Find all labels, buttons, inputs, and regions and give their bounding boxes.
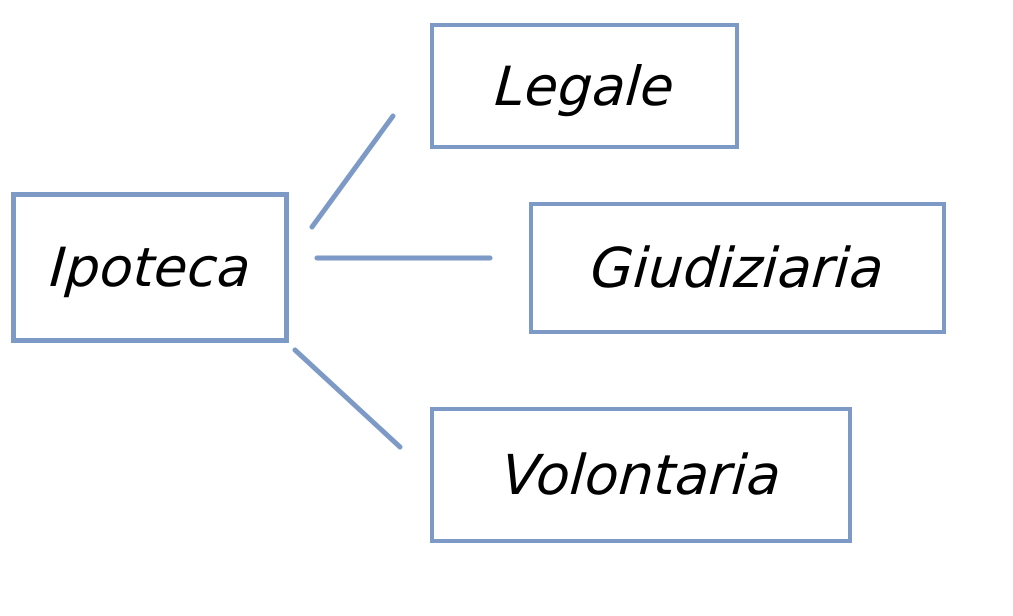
node-giudiziaria: Giudiziaria: [529, 202, 946, 334]
connector-ipoteca-legale: [309, 113, 396, 230]
node-legale-label: Legale: [492, 54, 677, 118]
connector-ipoteca-volontaria: [292, 347, 403, 450]
node-giudiziaria-label: Giudiziaria: [589, 236, 886, 300]
node-volontaria-label: Volontaria: [499, 443, 783, 507]
node-volontaria: Volontaria: [430, 407, 852, 543]
node-ipoteca: Ipoteca: [11, 192, 289, 343]
node-ipoteca-label: Ipoteca: [47, 236, 253, 299]
node-legale: Legale: [430, 23, 739, 149]
